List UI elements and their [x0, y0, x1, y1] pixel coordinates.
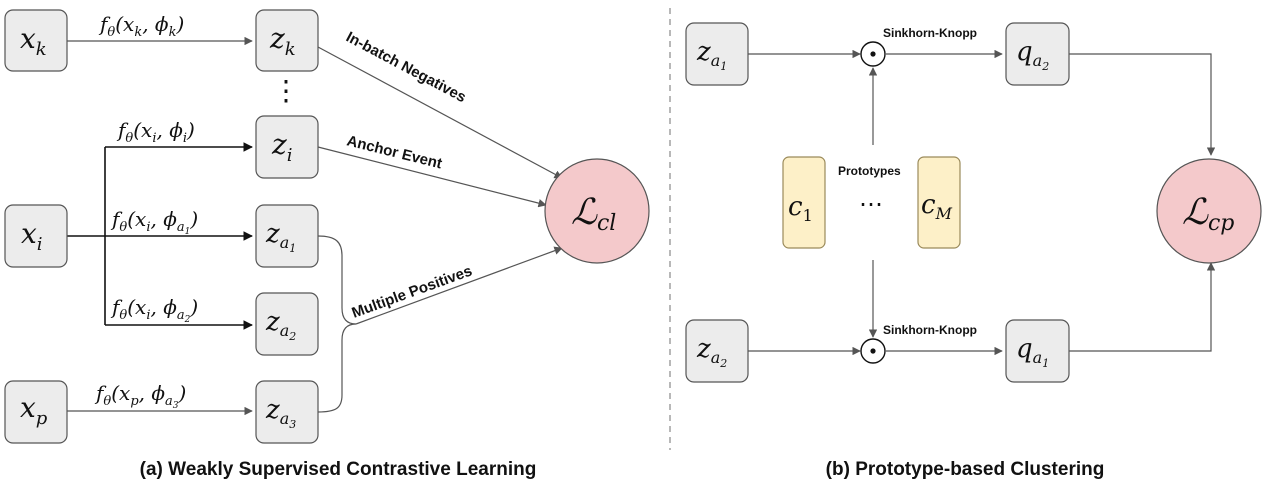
svg-text:ℒcp: ℒcp [1182, 192, 1234, 236]
svg-text:ℒcl: ℒcl [571, 192, 616, 236]
positives-brace [317, 235, 357, 413]
panel-b: Sinkhorn-Knopp Sinkhorn-Knopp Prototypes… [685, 22, 1262, 480]
edge-zi-loss [317, 146, 547, 208]
label-prototypes: Prototypes [838, 164, 901, 178]
svg-text:za2: za2 [265, 307, 296, 343]
prototype-cM: cM [917, 156, 961, 249]
node-xp: xp [4, 380, 68, 444]
loss-cp: ℒcp [1156, 158, 1262, 264]
svg-text:c1: c1 [788, 192, 813, 225]
node-qa2: qa2 [1005, 22, 1070, 86]
function-label-a1: fθ(xi, ϕa1) [110, 207, 198, 237]
label-multiple-positives: Multiple Positives [350, 262, 475, 321]
svg-text:za1: za1 [265, 219, 296, 255]
svg-text:qa2: qa2 [1016, 37, 1049, 73]
svg-text:qa1: qa1 [1016, 334, 1049, 370]
function-label-i: fθ(xi, ϕi) [116, 118, 195, 146]
svg-text:cM: cM [921, 190, 953, 223]
svg-text:za3: za3 [265, 395, 296, 431]
edge-zk-loss [317, 46, 563, 179]
node-qa1: qa1 [1005, 319, 1070, 383]
edge-qa2-loss [1069, 53, 1216, 156]
odot-bottom [860, 338, 886, 364]
svg-text:za2: za2 [696, 334, 727, 370]
caption-a: (a) Weakly Supervised Contrastive Learni… [140, 459, 537, 480]
svg-text:za1: za1 [696, 37, 727, 73]
node-b-za1: za1 [685, 22, 749, 86]
label-sinkhorn-top: Sinkhorn-Knopp [883, 26, 977, 40]
node-b-za2: za2 [685, 319, 749, 383]
vdots: ⋮ [272, 74, 300, 107]
node-za3: za3 [255, 380, 319, 444]
svg-text:zi: zi [271, 128, 293, 166]
edge-qa1-loss [1069, 262, 1216, 352]
caption-b: (b) Prototype-based Clustering [826, 459, 1105, 480]
cdots: ⋯ [859, 190, 883, 218]
prototype-c1: c1 [782, 156, 826, 249]
function-label-a2: fθ(xi, ϕa2) [110, 295, 198, 325]
function-label-k: fθ(xk, ϕk) [98, 12, 184, 40]
loss-cl: ℒcl [544, 158, 650, 264]
node-xk: xk [4, 9, 68, 72]
function-label-a3: fθ(xp, ϕa3) [94, 381, 186, 411]
node-za1: za1 [255, 204, 319, 268]
edge-positives-loss [355, 246, 563, 325]
node-xi: xi [4, 204, 68, 268]
svg-text:xp: xp [20, 391, 48, 429]
svg-text:xi: xi [21, 217, 43, 255]
node-za2: za2 [255, 292, 319, 356]
svg-text:xk: xk [20, 22, 47, 60]
node-zk: zk [255, 9, 319, 72]
odot-top [860, 41, 886, 67]
node-zi: zi [255, 115, 319, 179]
label-sinkhorn-bottom: Sinkhorn-Knopp [883, 323, 977, 337]
panel-a: ⋮ fθ(xk, ϕk) fθ(xi, ϕi) fθ(xi, ϕa1) fθ(x… [4, 9, 650, 480]
svg-text:zk: zk [269, 22, 296, 60]
